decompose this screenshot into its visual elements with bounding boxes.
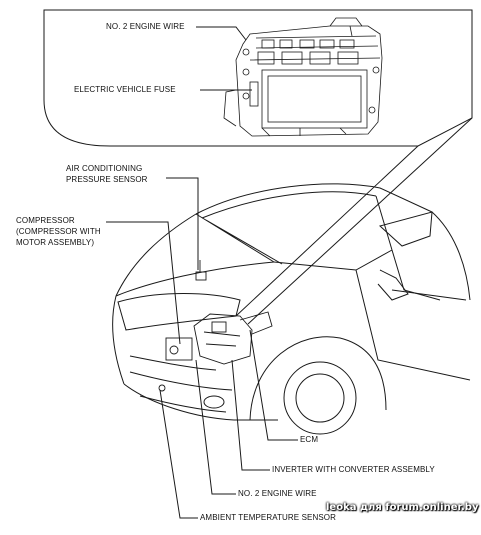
- leader-ecm: [249, 329, 298, 441]
- label-ecm: ECM: [300, 435, 319, 444]
- leader-inverter: [231, 359, 270, 471]
- label-compressor-2: (COMPRESSOR WITH: [16, 227, 101, 236]
- callout-line-left: [235, 145, 419, 317]
- engine-components: [158, 260, 273, 392]
- leader-no2-wire-bottom: [195, 359, 236, 495]
- label-ac-pressure-sensor-1: AIR CONDITIONING: [66, 164, 143, 173]
- callout-line-right: [247, 117, 473, 325]
- leader-compressor: [106, 221, 181, 345]
- vehicle-outline: [112, 183, 471, 435]
- label-ambient-temperature-sensor: AMBIENT TEMPERATURE SENSOR: [200, 513, 336, 522]
- label-no2-engine-wire-top: NO. 2 ENGINE WIRE: [106, 22, 185, 31]
- label-ac-pressure-sensor-2: PRESSURE SENSOR: [66, 175, 148, 184]
- leader-ambient-sensor: [159, 389, 198, 519]
- label-compressor-1: COMPRESSOR: [16, 216, 75, 225]
- leader-no2-wire-top: [196, 26, 247, 41]
- label-inverter: INVERTER WITH CONVERTER ASSEMBLY: [272, 465, 435, 474]
- label-no2-engine-wire-bottom: NO. 2 ENGINE WIRE: [238, 489, 317, 498]
- watermark: leoka для forum.onliner.by: [326, 502, 479, 513]
- leader-ac-sensor: [166, 177, 199, 270]
- inverter-detail-drawing: [223, 17, 383, 137]
- label-compressor-3: MOTOR ASSEMBLY): [16, 238, 95, 247]
- label-electric-vehicle-fuse: ELECTRIC VEHICLE FUSE: [74, 85, 176, 94]
